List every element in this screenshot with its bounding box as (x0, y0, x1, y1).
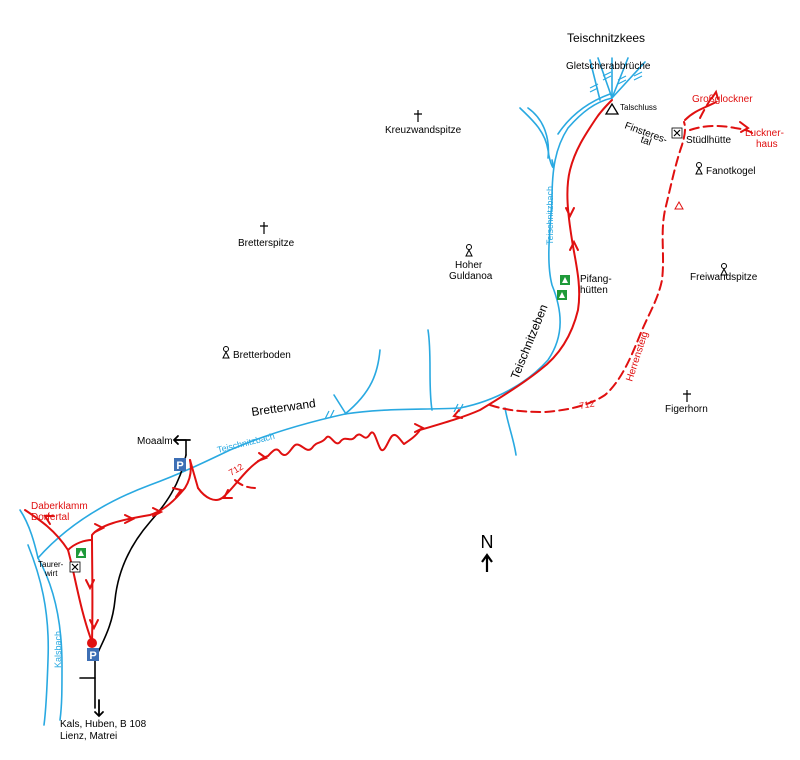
hut-icon (557, 290, 567, 300)
tributary-daberklamm (19, 509, 39, 559)
label-pifang: Pifang- (580, 274, 612, 285)
bridge-marks (324, 71, 643, 420)
svg-text:P: P (89, 650, 96, 662)
svg-text:N: N (481, 532, 494, 552)
tributary-3 (333, 394, 347, 415)
label-freiwandspitze: Freiwandspitze (690, 272, 758, 283)
north-arrow: N (481, 532, 494, 572)
kalsbach-river-right (37, 557, 63, 721)
cutlery-icon (69, 561, 81, 573)
arrow-moaalm-icon (172, 435, 191, 445)
label-kalsbach: Kalsbach (53, 631, 63, 668)
label-studlhutte: Stüdlhütte (686, 135, 731, 146)
triangle-icon (604, 102, 620, 115)
cross-icon (260, 222, 268, 234)
label-grossglockner: Großglockner (692, 94, 753, 105)
cairn-icon (695, 162, 703, 175)
label-712-upper: 712 (579, 399, 596, 411)
label-teischnitzkees: Teischnitzkees (567, 31, 645, 45)
trail-to-parking (189, 459, 199, 489)
cross-icon (683, 390, 691, 402)
road-to-kals (94, 454, 187, 709)
trail-cross (67, 539, 93, 551)
cross-icon (414, 110, 422, 122)
kalsbach-river-left (27, 544, 50, 726)
label-gletscherabbrueche: Gletscherabbrüche (566, 61, 651, 72)
parking-icon: P (174, 458, 186, 472)
label-teischnitzbach-upper: Teischnitzbach (545, 186, 555, 245)
trail-zigzag (197, 99, 613, 501)
trails (24, 99, 717, 643)
svg-text:P: P (176, 460, 183, 472)
tributary-north-left-b (527, 107, 550, 159)
label-wirt: wirt (44, 569, 58, 578)
label-taurer: Taurer- (38, 560, 64, 569)
hut-icon (560, 275, 570, 285)
label-fanotkogel: Fanotkogel (706, 166, 755, 177)
label-moaalm: Moaalm (137, 436, 173, 447)
label-luckner: Luckner- (745, 128, 784, 139)
glacier-stream-4 (611, 61, 646, 99)
label-bretterspitze: Bretterspitze (238, 238, 295, 249)
tributary-1 (344, 349, 381, 415)
trail-arrows (43, 89, 750, 631)
tributary-south (504, 407, 517, 456)
teischnitzbach-stream (37, 97, 613, 559)
label-haus: haus (756, 139, 778, 150)
cutlery-icon (671, 127, 683, 139)
trail-to-grossglockner-dashed (699, 93, 715, 119)
label-figerhorn: Figerhorn (665, 404, 708, 415)
trail-to-grossglockner (684, 101, 717, 121)
arrow-down-icon (94, 699, 104, 718)
tributary-2 (427, 329, 433, 411)
north-arrow-icon (481, 553, 493, 572)
label-dorfertal: Dorfertal (31, 512, 69, 523)
hut-icon (76, 548, 86, 558)
parking-icon: P (87, 648, 99, 662)
glacier-stream-1 (597, 57, 613, 99)
label-huetten: hütten (580, 285, 608, 296)
label-lienz-matrei: Lienz, Matrei (60, 731, 117, 742)
label-kals-huben: Kals, Huben, B 108 (60, 719, 147, 730)
label-guldanoa: Guldanoa (449, 271, 493, 282)
start-point-icon (87, 638, 97, 648)
cairn-icon (222, 346, 230, 359)
label-daberklamm: Daberklamm (31, 501, 88, 512)
trail-712-branch (234, 479, 256, 489)
water-network (19, 57, 646, 726)
label-hoher: Hoher (455, 260, 483, 271)
label-finsteres-tal-2: tal (639, 134, 653, 148)
warning-triangle-icon (674, 200, 684, 210)
trail-valley-inner (91, 459, 192, 643)
dashed-trails (234, 93, 753, 489)
arrows-black (94, 435, 191, 718)
label-bretterboden: Bretterboden (233, 350, 291, 361)
teischnitzbach-side-channel (557, 93, 611, 135)
cairn-icon (465, 244, 473, 257)
trail-to-lucknerhaus (689, 124, 753, 134)
label-kreuzwandspitze: Kreuzwandspitze (385, 125, 462, 136)
label-talschluss: Talschluss (620, 103, 657, 112)
cairn-icon (720, 263, 728, 276)
glacier-stream-5 (589, 59, 601, 101)
glacier-stream-3 (611, 57, 629, 99)
